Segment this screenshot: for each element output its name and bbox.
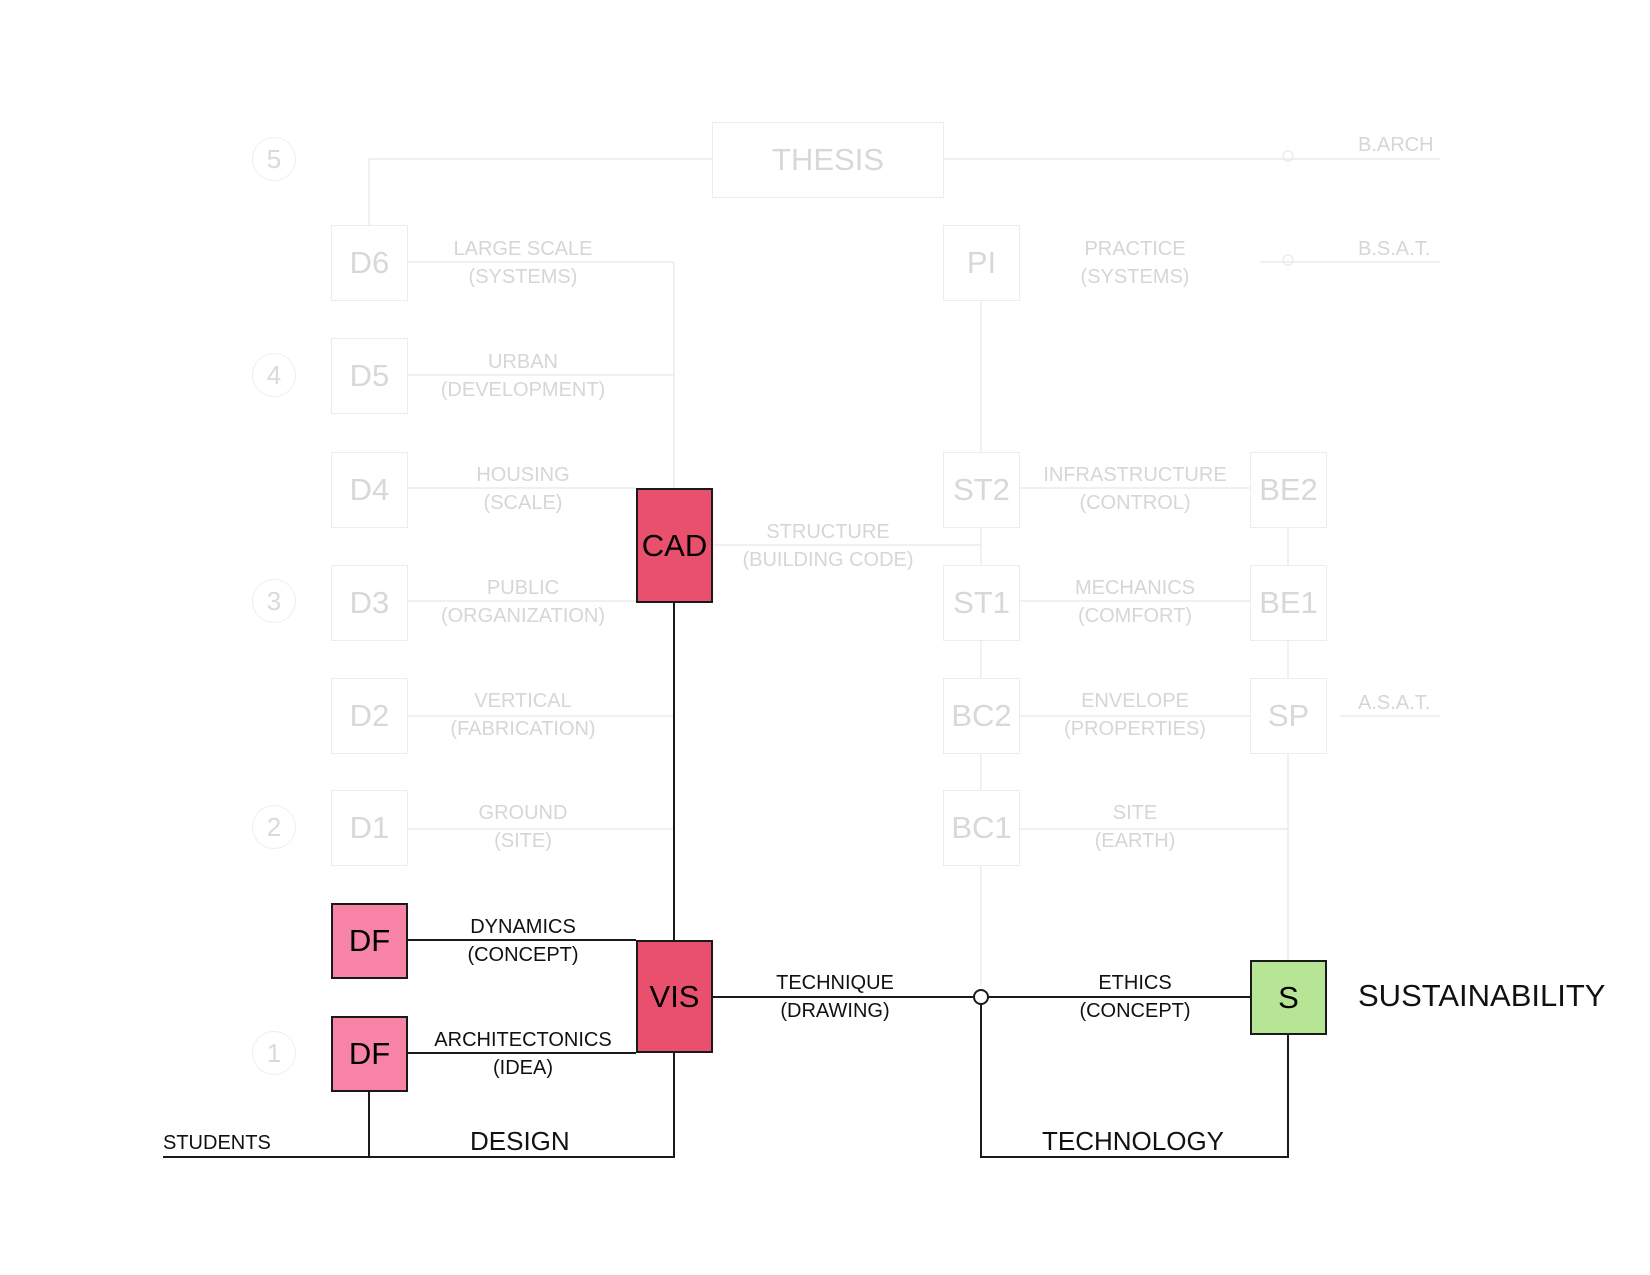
course-df-architectonics: DF bbox=[331, 1016, 408, 1092]
course-st1: ST1 bbox=[943, 565, 1020, 641]
label-st2: INFRASTRUCTURE(CONTROL) bbox=[1043, 464, 1227, 514]
label-bc2: ENVELOPE(PROPERTIES) bbox=[1064, 690, 1206, 740]
label-d6: LARGE SCALE(SYSTEMS) bbox=[453, 238, 593, 288]
course-bc1: BC1 bbox=[943, 790, 1020, 866]
label-d4: HOUSING(SCALE) bbox=[476, 464, 570, 514]
label-cad: STRUCTURE(BUILDING CODE) bbox=[742, 521, 914, 571]
course-d3: D3 bbox=[331, 565, 408, 641]
label-bc1: SITE(EARTH) bbox=[1094, 802, 1176, 852]
course-bc2: BC2 bbox=[943, 678, 1020, 754]
label-df-dynamics: DYNAMICS(CONCEPT) bbox=[467, 916, 579, 966]
label-d3: PUBLIC(ORGANIZATION) bbox=[440, 577, 606, 627]
technology-label: TECHNOLOGY bbox=[1042, 1126, 1225, 1156]
course-d1: D1 bbox=[331, 790, 408, 866]
label-d1: GROUND(SITE) bbox=[478, 802, 568, 852]
label-df-architectonics: ARCHITECTONICS(IDEA) bbox=[434, 1029, 612, 1079]
course-pi: PI bbox=[943, 225, 1020, 301]
course-df-dynamics: DF bbox=[331, 903, 408, 979]
sustainability-title: SUSTAINABILITY bbox=[1358, 978, 1606, 1013]
course-vis: VIS bbox=[636, 940, 713, 1053]
degree-asat: A.S.A.T. bbox=[1358, 692, 1431, 714]
label-st1: MECHANICS(COMFORT) bbox=[1074, 577, 1196, 627]
students-label: STUDENTS bbox=[163, 1132, 271, 1154]
year-marker-2: 2 bbox=[252, 805, 296, 849]
degree-bsat: B.S.A.T. bbox=[1358, 238, 1431, 260]
year-marker-4: 4 bbox=[252, 353, 296, 397]
course-s: S bbox=[1250, 960, 1327, 1035]
course-d2: D2 bbox=[331, 678, 408, 754]
course-d5: D5 bbox=[331, 338, 408, 414]
label-s: ETHICS(CONCEPT) bbox=[1079, 972, 1191, 1022]
design-label: DESIGN bbox=[470, 1126, 570, 1156]
label-vis: TECHNIQUE(DRAWING) bbox=[776, 972, 894, 1022]
label-d2: VERTICAL(FABRICATION) bbox=[450, 690, 596, 740]
year-marker-3: 3 bbox=[252, 579, 296, 623]
thesis-box: THESIS bbox=[712, 122, 944, 198]
course-be1: BE1 bbox=[1250, 565, 1327, 641]
label-d5: URBAN(DEVELOPMENT) bbox=[440, 351, 606, 401]
year-marker-5: 5 bbox=[252, 137, 296, 181]
course-be2: BE2 bbox=[1250, 452, 1327, 528]
course-d6: D6 bbox=[331, 225, 408, 301]
label-pi: PRACTICE(SYSTEMS) bbox=[1080, 238, 1190, 288]
course-cad: CAD bbox=[636, 488, 713, 603]
course-sp: SP bbox=[1250, 678, 1327, 754]
course-d4: D4 bbox=[331, 452, 408, 528]
year-marker-1: 1 bbox=[252, 1031, 296, 1075]
course-st2: ST2 bbox=[943, 452, 1020, 528]
degree-barch: B.ARCH bbox=[1358, 134, 1434, 156]
